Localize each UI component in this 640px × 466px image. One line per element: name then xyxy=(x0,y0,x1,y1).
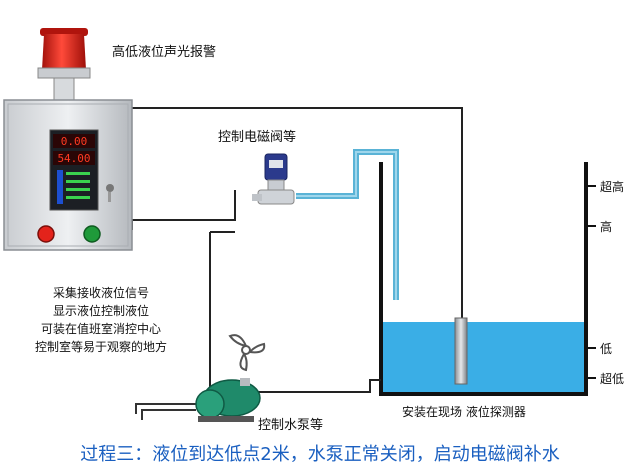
panel-description-line: 显示液位控制液位 xyxy=(52,304,149,318)
alarm-beacon-icon xyxy=(37,28,91,101)
solenoid-valve-icon xyxy=(252,153,295,205)
level-probe-icon xyxy=(454,317,468,385)
panel-description-line: 控制室等易于观察的地方 xyxy=(34,340,167,354)
level-super-high-label: 超高 xyxy=(600,180,625,194)
level-low-label: 低 xyxy=(600,342,613,356)
level-high-label: 高 xyxy=(600,220,613,234)
control-cabinet-icon: 0.00 54.00 xyxy=(3,99,133,251)
wire-to-valve xyxy=(132,190,236,221)
level-super-low-label: 超低 xyxy=(600,372,625,386)
panel-bottom-reading: 54.00 xyxy=(57,152,90,165)
pump-outlet-pipe xyxy=(258,379,381,393)
water-body xyxy=(381,322,586,394)
probe-label: 安装在现场 液位探测器 xyxy=(402,405,526,419)
panel-top-reading: 0.00 xyxy=(61,135,88,148)
green-indicator-lamp xyxy=(83,225,101,243)
pump-inlet-pipe xyxy=(135,403,196,414)
valve-pipe-highlight xyxy=(296,151,397,300)
panel-description: 采集接收液位信号 显示液位控制液位 可装在值班室消控中心 控制室等易于观察的地方 xyxy=(6,284,196,356)
pump-label: 控制水泵等 xyxy=(258,418,324,433)
wire-to-probe xyxy=(132,107,463,318)
valve-label: 控制电磁阀等 xyxy=(218,130,297,145)
water-tank xyxy=(379,162,596,396)
red-indicator-lamp xyxy=(37,225,55,243)
wire-to-pump xyxy=(200,232,211,396)
panel-description-line: 可装在值班室消控中心 xyxy=(40,322,161,336)
water-pump-icon xyxy=(195,378,261,422)
pump-inlet-pipe-2 xyxy=(141,409,196,420)
panel-description-line: 采集接收液位信号 xyxy=(52,286,149,300)
fan-icon xyxy=(228,334,266,372)
alarm-label: 高低液位声光报警 xyxy=(112,45,217,60)
process-caption: 过程三：液位到达低点2米，水泵正常关闭，启动电磁阀补水 xyxy=(80,444,560,465)
